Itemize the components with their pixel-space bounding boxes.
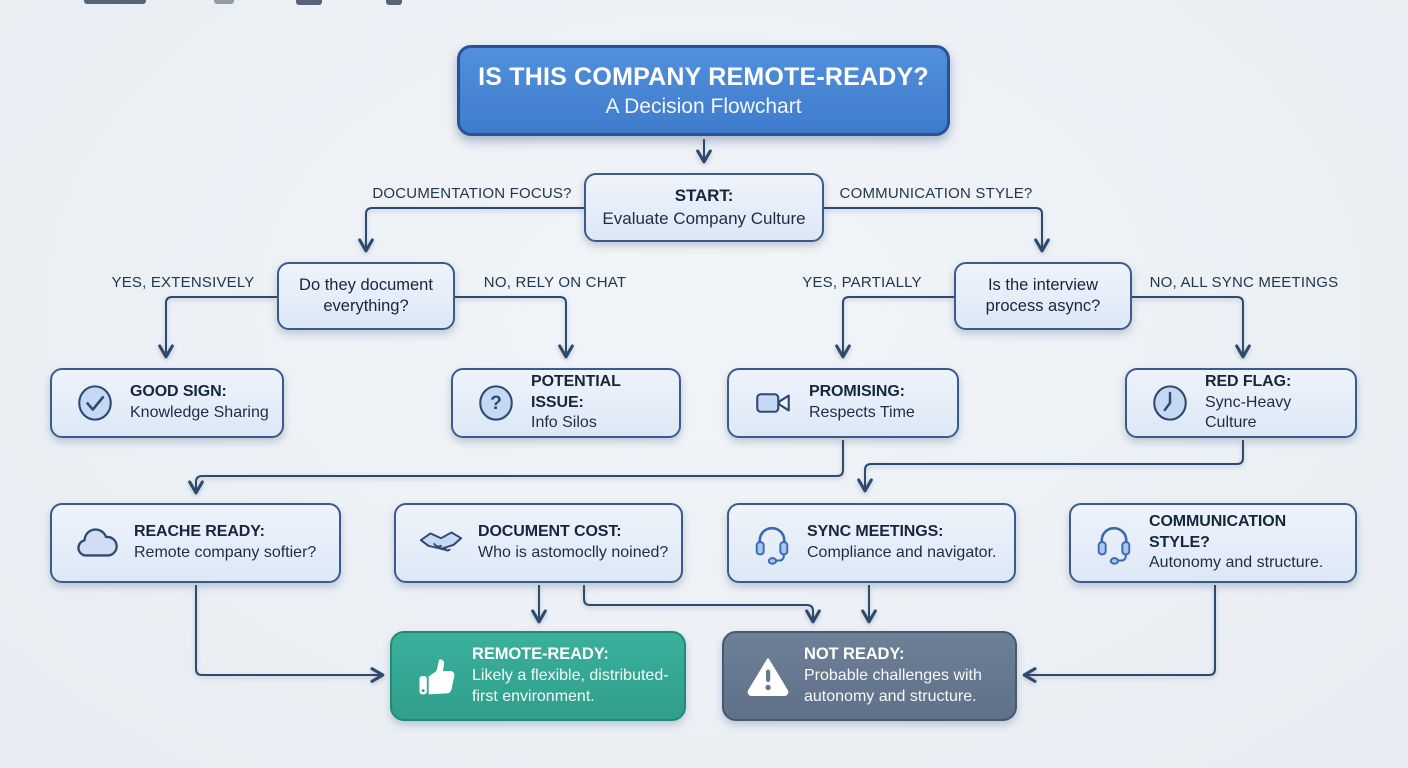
- decorative-mark: [84, 0, 146, 4]
- node-title: COMMUNICATION STYLE?: [1149, 512, 1287, 551]
- node-title: SYNC MEETINGS:: [807, 523, 944, 541]
- edge-label-yes-extensively: YES, EXTENSIVELY: [111, 274, 255, 291]
- node-not-ready: NOT READY: Probable challenges with auto…: [722, 631, 1017, 721]
- node-question-text: Is the interview process async?: [985, 275, 1101, 315]
- node-subtitle: Knowledge Sharing: [130, 404, 269, 421]
- node-subtitle: Who is astomoclly noined?: [478, 544, 669, 561]
- headset-icon: [1093, 520, 1135, 566]
- decorative-mark: [214, 0, 234, 4]
- node-doc-question: Do they document everything?: [277, 262, 455, 330]
- node-question-text: Do they document everything?: [299, 275, 433, 315]
- node-sync-meetings: SYNC MEETINGS: Compliance and navigator.: [727, 503, 1016, 583]
- node-interview-question: Is the interview process async?: [954, 262, 1132, 330]
- node-title: REACHE READY:: [134, 523, 265, 541]
- chart-subtitle: A Decision Flowchart: [605, 94, 802, 118]
- node-subtitle: Respects Time: [809, 404, 915, 421]
- node-title: NOT READY:: [804, 645, 905, 664]
- clock-icon: [1149, 382, 1191, 424]
- node-red-flag: RED FLAG: Sync-Heavy Culture: [1125, 368, 1357, 438]
- node-communication-style: COMMUNICATION STYLE? Autonomy and struct…: [1069, 503, 1357, 583]
- headset-icon: [751, 520, 793, 566]
- chart-title-box: IS THIS COMPANY REMOTE-READY? A Decision…: [457, 45, 950, 136]
- node-title: POTENTIAL ISSUE:: [531, 372, 621, 411]
- node-subtitle: Compliance and navigator.: [807, 544, 997, 561]
- node-title: PROMISING:: [809, 383, 905, 401]
- chart-title: IS THIS COMPANY REMOTE-READY?: [478, 62, 929, 91]
- node-subtitle: Probable challenges with autonomy and st…: [804, 666, 982, 705]
- node-title: GOOD SIGN:: [130, 383, 227, 401]
- check-circle-icon: [74, 382, 116, 424]
- node-subtitle: Sync-Heavy Culture: [1205, 393, 1292, 432]
- node-good-sign: GOOD SIGN: Knowledge Sharing: [50, 368, 284, 438]
- node-title: REMOTE-READY:: [472, 645, 609, 664]
- edge-label-no-rely-on-chat: NO, RELY ON CHAT: [483, 274, 627, 291]
- node-subtitle: Remote company softier?: [134, 544, 317, 561]
- warning-triangle-icon: [746, 655, 790, 697]
- decorative-mark: [296, 0, 322, 5]
- question-circle-icon: ?: [475, 382, 517, 424]
- node-subtitle: Likely a flexible, distributed-first env…: [472, 666, 669, 705]
- node-document-cost: DOCUMENT COST: Who is astomoclly noined?: [394, 503, 683, 583]
- node-subtitle: Info Silos: [531, 414, 597, 432]
- node-title: DOCUMENT COST:: [478, 523, 622, 541]
- handshake-icon: [418, 523, 464, 563]
- node-promising: PROMISING: Respects Time: [727, 368, 959, 438]
- cloud-icon: [74, 523, 120, 563]
- node-title: RED FLAG:: [1205, 372, 1292, 390]
- node-potential-issue: ? POTENTIAL ISSUE: Info Silos: [451, 368, 681, 438]
- decorative-mark: [386, 0, 402, 5]
- node-title: START:: [674, 186, 734, 206]
- node-start: START: Evaluate Company Culture: [584, 173, 824, 242]
- edge-label-yes-partially: YES, PARTIALLY: [802, 274, 922, 291]
- node-reache-ready: REACHE READY: Remote company softier?: [50, 503, 341, 583]
- edge-label-communication-style: COMMUNICATION STYLE?: [839, 185, 1033, 202]
- node-subtitle: Evaluate Company Culture: [602, 208, 806, 228]
- svg-text:?: ?: [490, 393, 502, 414]
- node-remote-ready: REMOTE-READY: Likely a flexible, distrib…: [390, 631, 686, 721]
- node-subtitle: Autonomy and structure.: [1149, 554, 1324, 572]
- edge-label-no-all-sync-meetings: NO, ALL SYNC MEETINGS: [1149, 274, 1339, 291]
- edge-label-documentation-focus: DOCUMENTATION FOCUS?: [372, 185, 572, 202]
- video-camera-icon: [751, 382, 795, 424]
- thumbs-up-icon: [414, 653, 458, 699]
